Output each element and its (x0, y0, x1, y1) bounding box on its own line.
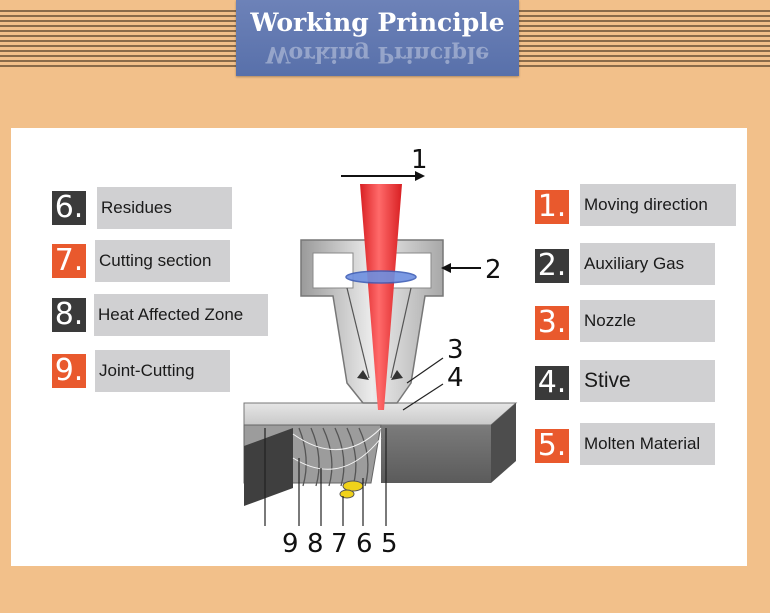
callout-5: 5 (381, 529, 398, 559)
legend-label: Molten Material (580, 423, 715, 465)
legend-item-heat-affected-zone: 8. Heat Affected Zone (52, 294, 292, 338)
legend-number: 5. (535, 429, 569, 463)
legend-label: Residues (97, 187, 232, 229)
callout-3: 3 (447, 335, 464, 365)
callout-9: 9 (282, 529, 299, 559)
legend-number: 1. (535, 190, 569, 224)
legend-label: Joint-Cutting (95, 350, 230, 392)
title-banner: Working Principle Working Principle (236, 0, 519, 76)
callout-2: 2 (485, 255, 502, 285)
legend-label: Auxiliary Gas (580, 243, 715, 285)
legend-number: 8. (52, 298, 86, 332)
legend-label: Cutting section (95, 240, 230, 282)
legend-item-stive: 4. Stive (535, 360, 745, 404)
legend-number: 4. (535, 366, 569, 400)
molten-droplets (339, 480, 364, 499)
legend-number: 6. (52, 191, 86, 225)
legend-label: Stive (580, 360, 715, 402)
legend-item-molten-material: 5. Molten Material (535, 423, 745, 467)
legend-item-joint-cutting: 9. Joint-Cutting (52, 350, 292, 394)
callout-4: 4 (447, 363, 464, 393)
callout-line-3 (406, 357, 444, 384)
legend-item-cutting-section: 7. Cutting section (52, 240, 292, 284)
legend-item-residues: 6. Residues (52, 187, 292, 231)
laser-beam (360, 184, 402, 410)
callout-1: 1 (411, 145, 428, 175)
legend-item-auxiliary-gas: 2. Auxiliary Gas (535, 243, 745, 287)
legend-item-moving-direction: 1. Moving direction (535, 184, 745, 228)
focusing-lens (345, 270, 417, 284)
callout-8: 8 (307, 529, 324, 559)
callout-7: 7 (331, 529, 348, 559)
laser-cutting-diagram: 1 (243, 145, 518, 559)
legend-label: Heat Affected Zone (94, 294, 268, 336)
page-title-reflection: Working Principle (265, 41, 490, 67)
bottom-callout-lines (264, 428, 387, 526)
workpiece-plate (243, 402, 518, 506)
legend-label: Nozzle (580, 300, 715, 342)
cut-striations (292, 427, 382, 487)
callout-6: 6 (356, 529, 373, 559)
page-title: Working Principle (250, 8, 505, 37)
auxiliary-gas-arrow (441, 263, 481, 273)
legend-label: Moving direction (580, 184, 736, 226)
legend-number: 2. (535, 249, 569, 283)
legend-item-nozzle: 3. Nozzle (535, 300, 745, 344)
legend-number: 7. (52, 244, 86, 278)
moving-direction-arrow (341, 171, 425, 181)
legend-number: 3. (535, 306, 569, 340)
legend-number: 9. (52, 354, 86, 388)
diagram-panel: 6. Residues 7. Cutting section 8. Heat A… (11, 128, 747, 566)
callout-line-4 (402, 383, 444, 411)
